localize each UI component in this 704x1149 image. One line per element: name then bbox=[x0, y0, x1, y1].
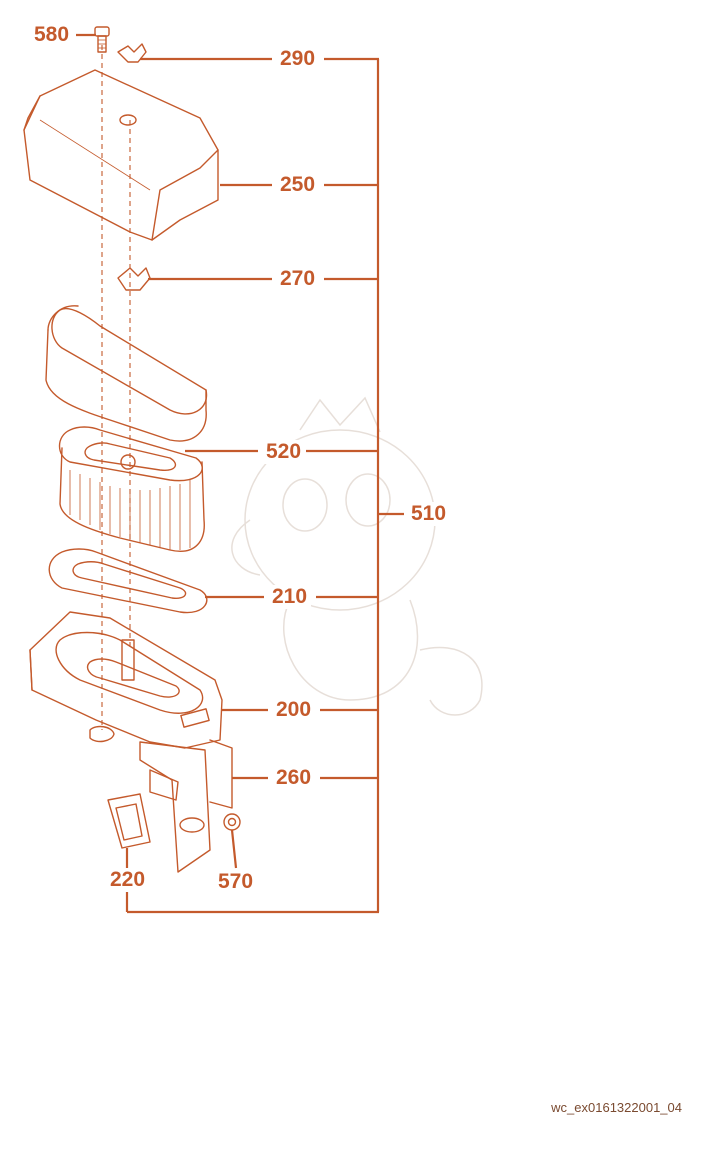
part-label-520: 520 bbox=[262, 440, 306, 464]
gasket-part bbox=[48, 548, 208, 614]
wing-nut-top bbox=[117, 43, 147, 63]
part-label-200: 200 bbox=[272, 698, 316, 722]
part-label-290: 290 bbox=[276, 47, 320, 71]
part-label-260: 260 bbox=[272, 766, 316, 790]
pre-filter-part bbox=[45, 305, 208, 442]
drawing-reference-code: wc_ex0161322001_04 bbox=[551, 1100, 682, 1115]
filter-element-part bbox=[58, 426, 205, 552]
wing-nut-middle bbox=[117, 267, 151, 291]
bracket-plate-part bbox=[139, 739, 233, 873]
part-label-510: 510 bbox=[407, 502, 451, 526]
part-label-210: 210 bbox=[268, 585, 312, 609]
bracket-lines bbox=[76, 33, 404, 914]
part-label-570: 570 bbox=[214, 870, 258, 894]
cover-part bbox=[23, 69, 219, 241]
part-label-250: 250 bbox=[276, 173, 320, 197]
part-label-220: 220 bbox=[106, 868, 150, 892]
part-label-580: 580 bbox=[30, 23, 74, 47]
bolt-part bbox=[94, 26, 110, 53]
nut-part bbox=[223, 813, 241, 831]
filter-base-part bbox=[29, 611, 223, 749]
small-gasket-part bbox=[107, 793, 151, 849]
part-label-270: 270 bbox=[276, 267, 320, 291]
